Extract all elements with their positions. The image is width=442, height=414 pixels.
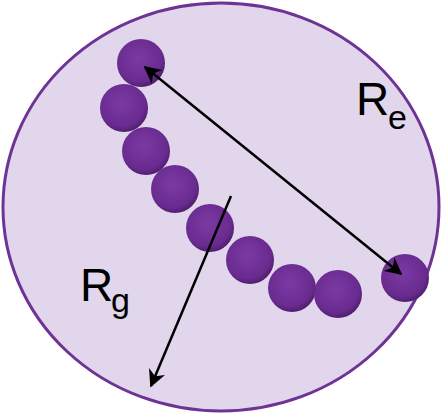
- radius-symbol: R: [80, 262, 113, 308]
- gyration-sphere: [3, 3, 439, 411]
- end-to-end-arrow: [145, 67, 401, 274]
- subscript: g: [111, 283, 130, 317]
- radius-symbol: R: [356, 76, 389, 122]
- gyration-radius-arrow: [151, 196, 231, 386]
- subscript: e: [388, 100, 407, 134]
- polymer-chain: [100, 39, 429, 318]
